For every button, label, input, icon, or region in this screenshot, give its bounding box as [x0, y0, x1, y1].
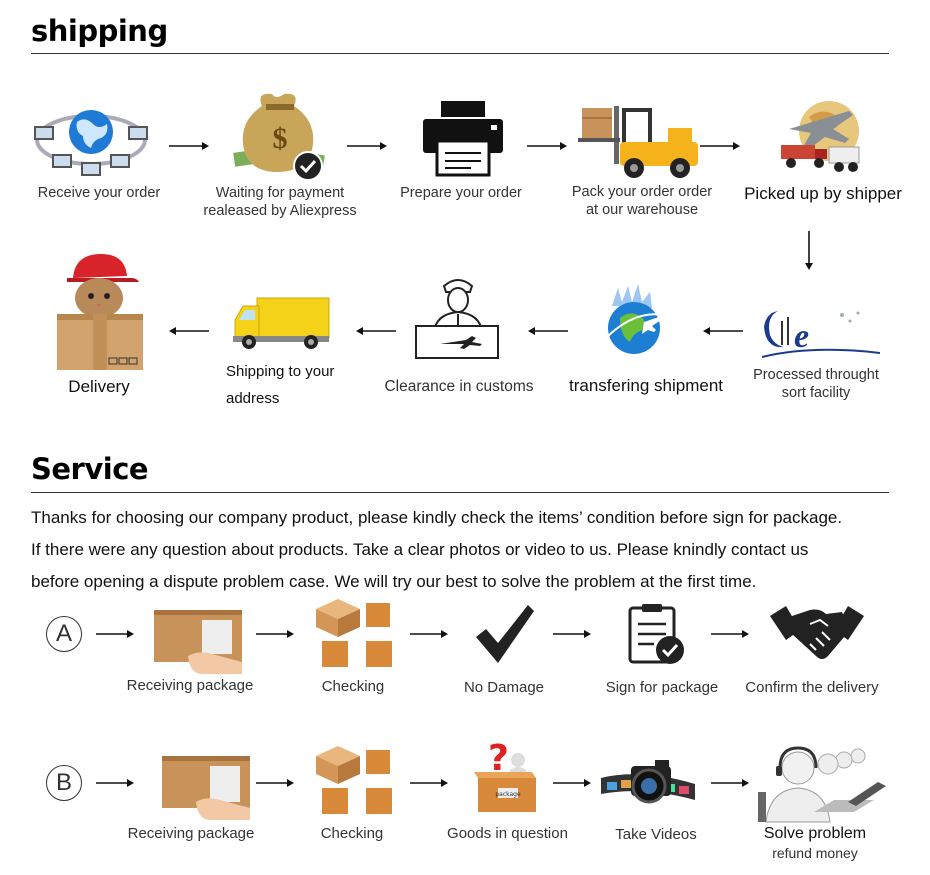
arrow-right-icon	[700, 140, 740, 152]
step-sort-label-1: Processed throught	[753, 367, 879, 383]
svg-text:package: package	[495, 791, 521, 798]
step-shipping-label-1: Shipping to your	[226, 363, 335, 380]
service-divider	[31, 492, 889, 493]
printer-icon	[423, 101, 503, 177]
row-b-videos-label: Take Videos	[615, 826, 697, 843]
arrow-right-icon	[96, 628, 134, 640]
step-prepare-label: Prepare your order	[400, 185, 522, 201]
arrow-left-icon	[356, 325, 396, 337]
package-hands-icon	[160, 748, 256, 822]
row-a-marker: A	[46, 616, 82, 652]
step-picked-label: Picked up by shipper	[744, 184, 902, 203]
arrow-right-icon	[256, 777, 294, 789]
arrow-right-icon	[410, 628, 448, 640]
arrow-right-icon	[347, 140, 387, 152]
step-receive-label: Receive your order	[37, 185, 161, 201]
clipboard-check-icon	[628, 604, 686, 666]
row-a-sign-label: Sign for package	[605, 679, 719, 696]
customs-officer-icon	[412, 276, 502, 360]
row-b-marker: B	[46, 765, 82, 801]
arrow-right-icon	[711, 777, 749, 789]
sort-facility-icon: e	[758, 303, 880, 361]
service-text-line-1: Thanks for choosing our company product,…	[31, 508, 843, 527]
service-text-line-2: If there were any question about product…	[31, 540, 809, 559]
step-payment-label-2: realeased by Aliexpress	[203, 203, 357, 219]
arrow-right-icon	[410, 777, 448, 789]
step-customs-label: Clearance in customs	[384, 378, 534, 395]
checkmark-icon	[474, 603, 536, 665]
arrow-left-icon	[703, 325, 743, 337]
arrow-right-icon	[169, 140, 209, 152]
row-a-checking-label: Checking	[321, 678, 385, 695]
package-hands-icon	[152, 606, 248, 676]
checking-boxes-icon	[314, 597, 394, 671]
row-b-checking-label: Checking	[320, 825, 384, 842]
arrow-right-icon	[711, 628, 749, 640]
row-a-confirm-label: Confirm the delivery	[745, 679, 879, 696]
shipping-heading: shipping	[31, 14, 168, 48]
row-a-no-damage-label: No Damage	[463, 679, 545, 696]
step-shipping-label-2: address	[226, 390, 280, 407]
shipping-divider	[31, 53, 889, 54]
row-b-solve-label: Solve problem	[763, 825, 867, 842]
arrow-right-icon	[256, 628, 294, 640]
row-b-goods-label: Goods in question	[447, 825, 568, 842]
step-pack-label-2: at our warehouse	[585, 202, 699, 218]
arrow-left-icon	[528, 325, 568, 337]
question-box-icon: ? package	[474, 736, 540, 816]
video-camera-icon	[601, 758, 695, 816]
step-pack-label-1: Pack your order order	[571, 184, 713, 200]
arrow-left-icon	[169, 325, 209, 337]
checking-boxes-icon	[314, 744, 394, 818]
handshake-icon	[770, 600, 864, 666]
svg-text:$: $	[273, 122, 288, 155]
arrow-right-icon	[527, 140, 567, 152]
step-sort-label-2: sort facility	[781, 385, 851, 401]
arrow-down-icon	[803, 231, 815, 271]
step-delivery-label: Delivery	[68, 377, 130, 396]
svg-text:?: ?	[488, 738, 509, 779]
arrow-right-icon	[553, 628, 591, 640]
globe-network-icon	[32, 98, 150, 180]
service-text-line-3: before opening a dispute problem case. W…	[31, 572, 757, 591]
money-bag-icon: $	[232, 90, 328, 182]
delivery-truck-icon	[233, 296, 331, 352]
row-b-receiving-label: Receiving package	[127, 825, 255, 842]
transport-globe-icon	[779, 97, 865, 179]
arrow-right-icon	[96, 777, 134, 789]
step-transfering-label: transfering shipment	[568, 376, 724, 395]
service-heading: Service	[31, 452, 149, 486]
airplane-globe-icon	[598, 284, 672, 360]
row-b-refund-label: refund money	[772, 845, 858, 861]
forklift-icon	[578, 104, 698, 180]
cat-courier-icon	[53, 254, 147, 372]
arrow-right-icon	[553, 777, 591, 789]
row-a-receiving-label: Receiving package	[126, 677, 254, 694]
step-payment-label-1: Waiting for payment	[215, 185, 345, 201]
support-agents-icon	[758, 742, 896, 824]
svg-text:e: e	[794, 318, 809, 355]
